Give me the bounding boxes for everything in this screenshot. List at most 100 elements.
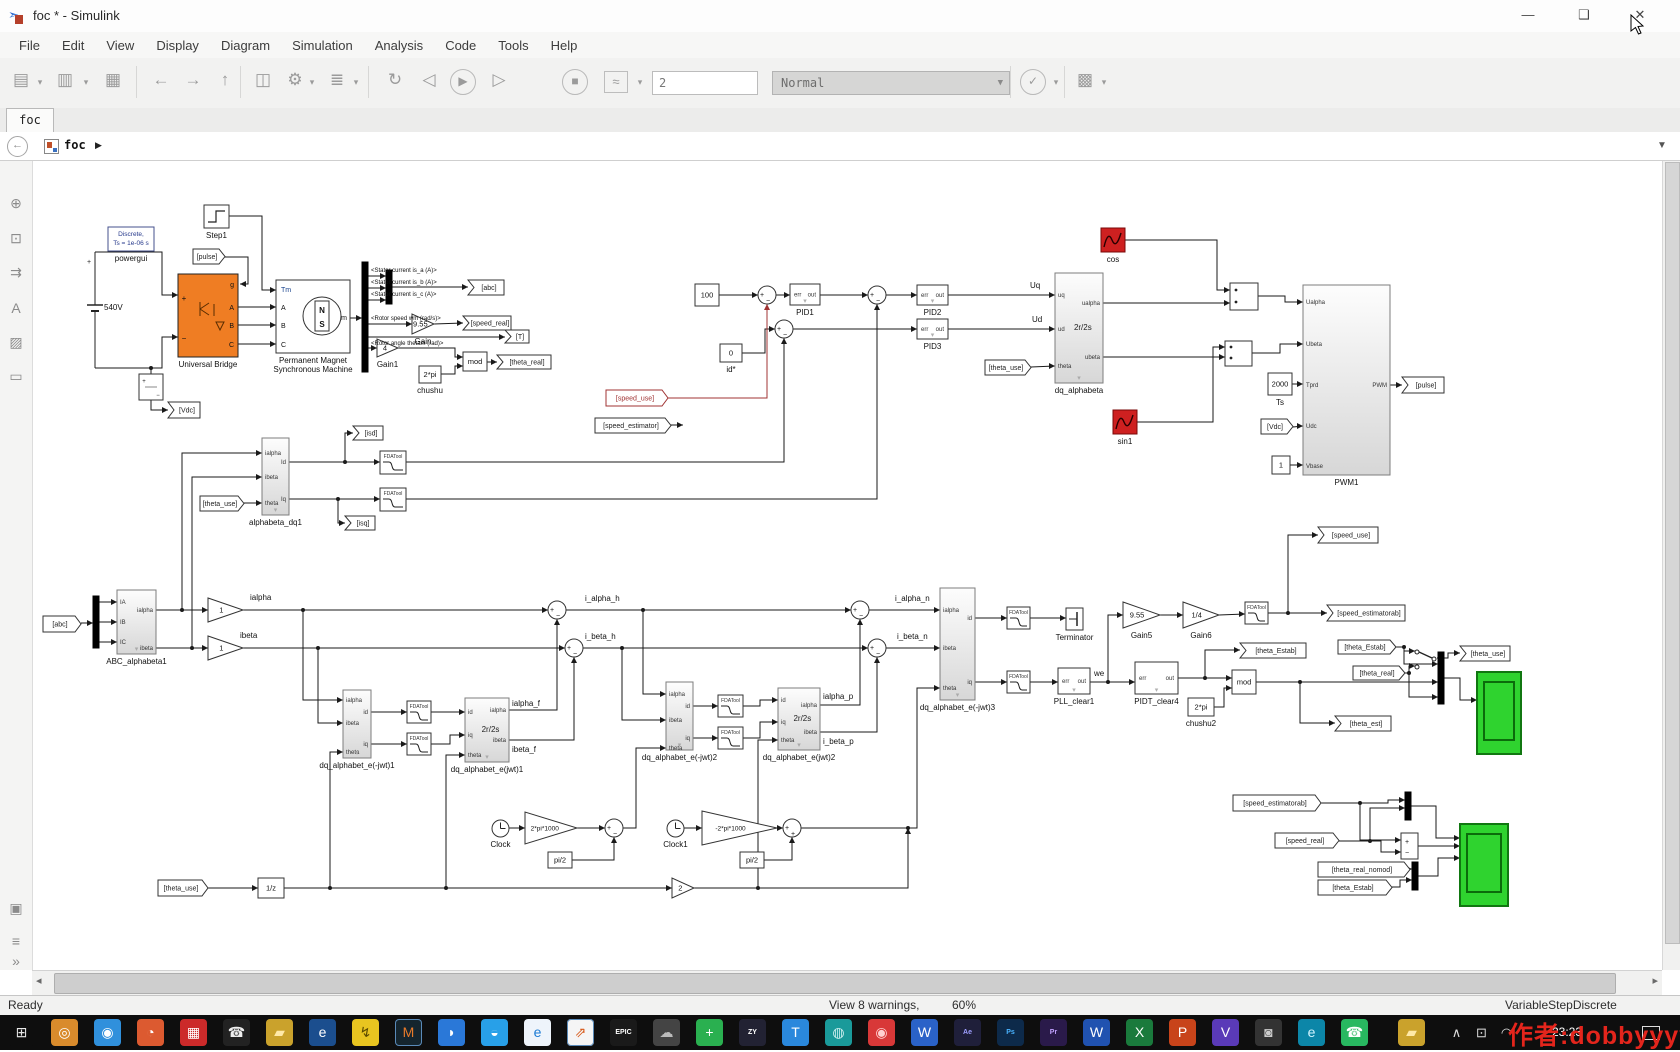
tag-speed_use[interactable]: [speed_use] bbox=[605, 389, 669, 407]
mod2-block[interactable]: mod bbox=[1231, 669, 1257, 695]
scrollbar-thumb[interactable] bbox=[54, 973, 1616, 994]
wire[interactable] bbox=[577, 825, 605, 831]
capture-icon[interactable]: ◙ bbox=[1255, 1019, 1282, 1046]
zoom-icon[interactable]: ⊕ bbox=[10, 195, 22, 211]
c_100-block[interactable]: 100 bbox=[694, 283, 720, 307]
ae-icon[interactable]: Ae bbox=[954, 1019, 981, 1046]
wire[interactable] bbox=[1290, 462, 1303, 468]
f1b-block[interactable]: FDATool bbox=[406, 732, 432, 756]
wire[interactable] bbox=[350, 315, 362, 321]
wire[interactable] bbox=[975, 679, 1007, 685]
wire[interactable] bbox=[743, 719, 778, 739]
open-dropdown-icon[interactable]: ▾ bbox=[83, 77, 89, 87]
wire[interactable] bbox=[337, 499, 345, 526]
wire[interactable] bbox=[302, 610, 343, 703]
maximize-button[interactable]: ❑ bbox=[1578, 7, 1590, 22]
tag-theta_Estab[interactable]: [theta_Estab] bbox=[1317, 879, 1393, 896]
gear-dropdown-icon[interactable]: ▾ bbox=[309, 77, 315, 87]
wire[interactable] bbox=[1252, 341, 1303, 354]
check-icon[interactable]: ✓ bbox=[1020, 69, 1046, 95]
bus1-block[interactable] bbox=[361, 261, 369, 373]
wire[interactable] bbox=[1137, 344, 1225, 423]
f2a-block[interactable]: FDATool bbox=[717, 694, 744, 718]
build-icon[interactable]: ▩ bbox=[1076, 70, 1094, 89]
wire[interactable] bbox=[820, 619, 863, 706]
clock2-block[interactable]: Clock1 bbox=[663, 819, 688, 849]
wire[interactable] bbox=[156, 645, 208, 651]
f_isd-block[interactable]: FDATool bbox=[379, 450, 407, 475]
wire[interactable] bbox=[191, 474, 262, 648]
fit-view-icon[interactable]: ⊡ bbox=[10, 230, 22, 246]
wire[interactable] bbox=[1359, 803, 1401, 843]
wire[interactable] bbox=[623, 745, 666, 829]
sum_c2-block[interactable]: ++ bbox=[782, 818, 802, 838]
wire[interactable] bbox=[572, 837, 617, 861]
wire[interactable] bbox=[1390, 382, 1402, 388]
back-icon[interactable]: ← bbox=[152, 70, 170, 89]
model-config-dropdown-icon[interactable]: ▾ bbox=[353, 77, 359, 87]
sum1-block[interactable]: +− bbox=[757, 285, 777, 305]
wire[interactable] bbox=[684, 825, 702, 831]
prod2-block[interactable] bbox=[1224, 340, 1253, 367]
run-icon[interactable]: ▶ bbox=[450, 69, 476, 95]
c_pi2a-block[interactable]: pi/2 bbox=[547, 851, 573, 869]
wire[interactable] bbox=[1369, 805, 1405, 841]
battery-block[interactable]: + bbox=[87, 252, 103, 368]
wire[interactable] bbox=[317, 648, 343, 726]
wire[interactable] bbox=[719, 292, 758, 298]
wire[interactable] bbox=[1292, 423, 1304, 429]
screenshot-icon[interactable]: ▣ bbox=[9, 900, 23, 916]
data-inspector-icon[interactable]: ≈ bbox=[604, 71, 628, 93]
wire[interactable] bbox=[406, 338, 787, 463]
wire[interactable] bbox=[621, 648, 666, 723]
vmeas-block[interactable]: +− bbox=[138, 373, 164, 401]
tag-isq[interactable]: [isq] bbox=[343, 515, 376, 531]
sum_b-block[interactable]: +− bbox=[564, 638, 584, 658]
menu-item-help[interactable]: Help bbox=[550, 37, 578, 53]
g_2-block[interactable]: 2 bbox=[671, 877, 696, 899]
tag-Vdc[interactable]: [Vdc] bbox=[1260, 418, 1294, 435]
wire[interactable] bbox=[368, 297, 386, 303]
wire[interactable] bbox=[433, 320, 464, 326]
menu-item-code[interactable]: Code bbox=[445, 37, 477, 53]
wire[interactable] bbox=[509, 825, 525, 831]
scope2-block[interactable] bbox=[1459, 823, 1509, 907]
mux_s1-block[interactable] bbox=[1437, 651, 1445, 705]
sumbox-block[interactable]: +− bbox=[1400, 832, 1419, 860]
step-back-icon[interactable]: ◁ bbox=[422, 70, 436, 89]
wire[interactable] bbox=[487, 359, 497, 365]
data-inspector-dropdown-icon[interactable]: ▾ bbox=[637, 77, 643, 87]
wire[interactable] bbox=[445, 752, 465, 888]
wire[interactable] bbox=[777, 825, 783, 831]
tray-display-icon[interactable]: ⊡ bbox=[1476, 1025, 1487, 1040]
phone-app-icon[interactable]: ☎ bbox=[223, 1019, 250, 1046]
tab-foc[interactable]: foc bbox=[6, 108, 54, 133]
mux3-block[interactable] bbox=[92, 595, 100, 649]
wire[interactable] bbox=[975, 615, 1007, 621]
gear-icon[interactable]: ⚙ bbox=[287, 70, 303, 89]
up-icon[interactable]: ↑ bbox=[220, 70, 230, 89]
wire[interactable] bbox=[1405, 663, 1415, 675]
zy-icon[interactable]: ZY bbox=[739, 1019, 766, 1046]
wire[interactable] bbox=[1418, 843, 1460, 849]
wire[interactable] bbox=[1444, 677, 1477, 703]
switch1-block[interactable] bbox=[1414, 649, 1437, 670]
flash-tool-icon[interactable]: ↯ bbox=[352, 1019, 379, 1046]
wire[interactable] bbox=[820, 657, 880, 733]
tag-theta_Estab[interactable]: [theta_Estab] bbox=[1337, 639, 1397, 655]
wire[interactable] bbox=[208, 885, 258, 891]
browser-blue-icon[interactable]: ◉ bbox=[94, 1019, 121, 1046]
wire[interactable] bbox=[95, 251, 178, 298]
tag-speed_estimatorab[interactable]: [speed_estimatorab] bbox=[1326, 604, 1406, 622]
wire[interactable] bbox=[1256, 679, 1438, 685]
wire[interactable] bbox=[1160, 612, 1183, 618]
wire[interactable] bbox=[1204, 647, 1240, 678]
dq2-block[interactable]: ialphaibetathetaidiq▾dq_alphabet_e(-jwt)… bbox=[642, 681, 718, 762]
menu-item-analysis[interactable]: Analysis bbox=[374, 37, 424, 53]
